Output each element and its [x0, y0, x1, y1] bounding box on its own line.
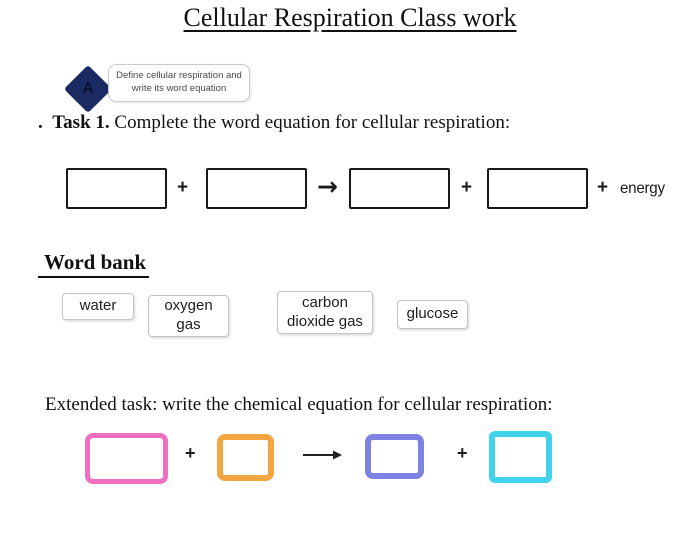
task1-bullet: . — [38, 112, 43, 133]
plus-sign-ext-1: + — [185, 443, 196, 463]
task-badge: A — [63, 63, 113, 115]
chemical-equation-blank-2[interactable] — [217, 434, 274, 481]
page-title-text: Cellular Respiration Class work — [183, 3, 517, 32]
plus-sign-2: + — [461, 177, 473, 198]
long-arrow-icon — [303, 450, 342, 460]
chemical-equation-blank-1[interactable] — [85, 433, 168, 484]
task1-line: . Task 1. Complete the word equation for… — [38, 112, 510, 134]
prompt-note: Define cellular respiration and write it… — [108, 64, 250, 102]
energy-label: energy — [620, 180, 665, 197]
chemical-equation-blank-4[interactable] — [489, 431, 552, 483]
task1-instruction: Complete the word equation for cellular … — [114, 112, 511, 133]
chemical-equation-blank-3[interactable] — [365, 434, 424, 479]
prompt-note-text: Define cellular respiration and write it… — [116, 70, 242, 94]
word-equation-blank-4[interactable] — [487, 168, 588, 209]
word-equation-blank-2[interactable] — [206, 168, 307, 209]
page-title: Cellular Respiration Class work — [0, 3, 700, 33]
task1-label: Task 1. — [52, 112, 110, 133]
word-equation-blank-1[interactable] — [66, 168, 167, 209]
plus-sign-1: + — [177, 177, 189, 198]
arrow-icon: → — [317, 172, 338, 201]
extended-task-instruction: Extended task: write the chemical equati… — [45, 394, 553, 415]
word-bank-item-oxygen-gas[interactable]: oxygen gas — [148, 295, 229, 337]
word-equation-blank-3[interactable] — [349, 168, 450, 209]
plus-sign-ext-2: + — [457, 443, 468, 463]
plus-sign-3: + — [597, 177, 609, 198]
word-bank-heading: Word bank — [38, 250, 150, 278]
word-bank-item-carbon-dioxide[interactable]: carbon dioxide gas — [277, 291, 373, 334]
word-bank-item-glucose[interactable]: glucose — [397, 300, 468, 329]
badge-letter: A — [82, 80, 94, 97]
word-bank-item-water[interactable]: water — [62, 293, 134, 320]
